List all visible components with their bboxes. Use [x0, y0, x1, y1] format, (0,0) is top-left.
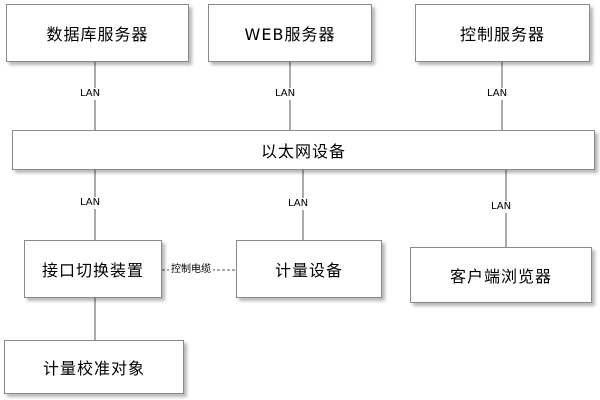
web-server-box: WEB服务器 — [208, 4, 372, 62]
web-server-label: WEB服务器 — [244, 25, 336, 44]
metering-device-label: 计量设备 — [274, 261, 343, 280]
ethernet-device-label: 以太网设备 — [260, 142, 346, 161]
control-server-label: 控制服务器 — [459, 25, 545, 44]
client-browser-label: 客户端浏览器 — [449, 267, 552, 286]
calibration-object-label: 计量校准对象 — [42, 359, 145, 378]
lan-label-interface: LAN — [78, 197, 103, 209]
metering-device-box: 计量设备 — [236, 240, 382, 298]
interface-switch-box: 接口切换装置 — [24, 240, 162, 298]
database-server-box: 数据库服务器 — [6, 4, 189, 62]
interface-switch-label: 接口切换装置 — [41, 261, 144, 280]
lan-label-metering: LAN — [286, 198, 311, 210]
control-cable-label: 控制电缆 — [169, 264, 213, 276]
control-server-box: 控制服务器 — [415, 4, 590, 62]
lan-label-client: LAN — [489, 201, 514, 213]
database-server-label: 数据库服务器 — [46, 25, 149, 44]
ethernet-device-box: 以太网设备 — [12, 130, 595, 170]
lan-label-web: LAN — [273, 88, 298, 100]
lan-label-database: LAN — [78, 88, 103, 100]
client-browser-box: 客户端浏览器 — [410, 247, 592, 303]
calibration-object-box: 计量校准对象 — [4, 340, 184, 394]
lan-label-control: LAN — [485, 88, 510, 100]
